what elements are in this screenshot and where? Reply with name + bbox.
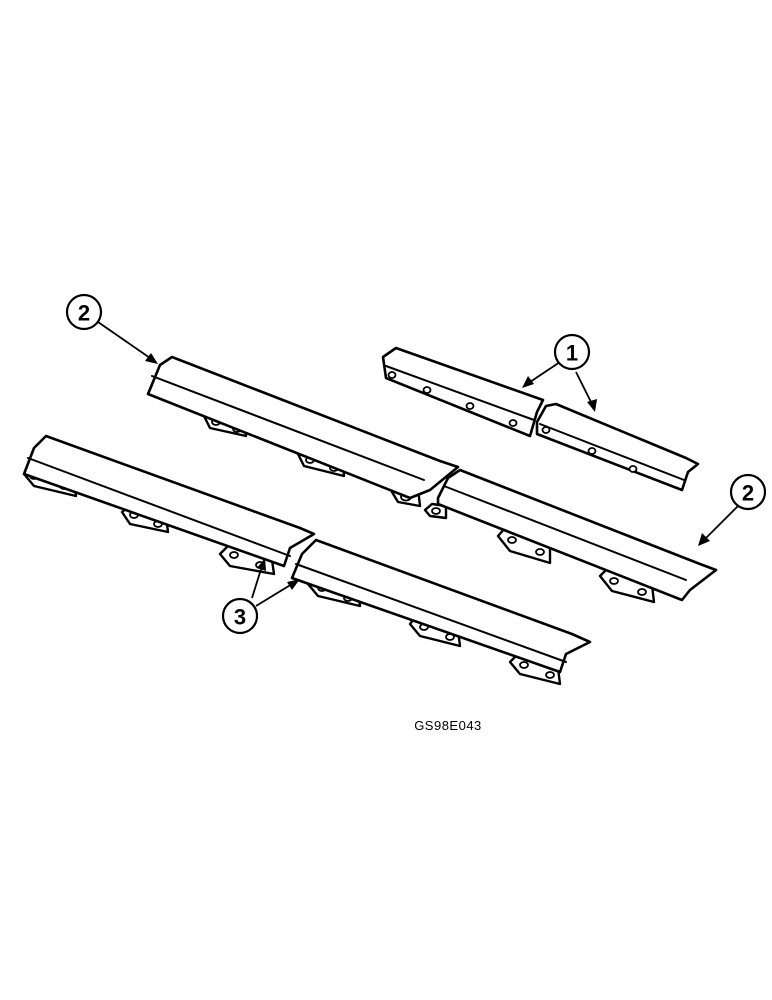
- leader-callout-3: [251, 558, 300, 607]
- callout-1: 1: [553, 333, 591, 371]
- callout-2-left-label: 2: [78, 301, 90, 326]
- leader-callout-1: [522, 361, 597, 412]
- strip-short-left: [381, 346, 545, 438]
- leader-callout-2-right: [698, 503, 741, 546]
- strip-lower-right: [423, 468, 718, 604]
- callout-3: 3: [221, 597, 259, 635]
- callout-2-right: 2: [729, 473, 767, 511]
- figure-code: GS98E043: [414, 718, 482, 733]
- strip-upper-left: [146, 355, 460, 508]
- mounting-tab: [508, 652, 562, 686]
- callout-2-right-label: 2: [742, 481, 754, 506]
- strip-lower-left: [22, 434, 316, 576]
- callout-3-label: 3: [234, 605, 246, 630]
- strip-lower-middle: [290, 538, 592, 686]
- leader-callout-2-left: [97, 321, 158, 364]
- mounting-tab: [423, 502, 448, 520]
- callout-2-left: 2: [65, 293, 103, 331]
- callout-1-label: 1: [566, 341, 578, 366]
- strip-short-right: [535, 402, 700, 492]
